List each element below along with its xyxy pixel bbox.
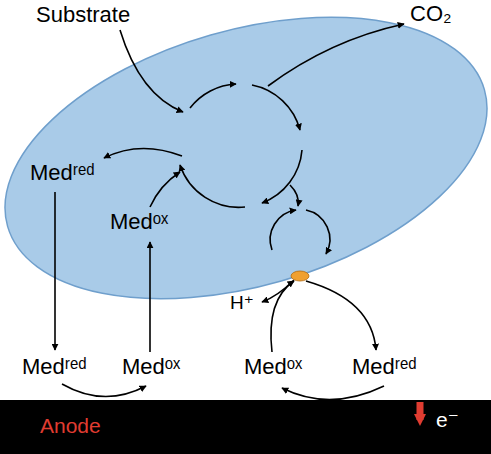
- mediator-arrow: [150, 172, 180, 207]
- mediator-label: Medᵒˣ: [244, 355, 302, 379]
- membrane-protein: [291, 271, 309, 281]
- mediator-label: Medᵒˣ: [122, 355, 180, 379]
- anode-loop: [282, 386, 384, 400]
- cycle-arrow: [180, 165, 245, 207]
- cycle-arrow: [190, 84, 236, 108]
- anode-electrode: Anode e⁻: [0, 400, 491, 454]
- substrate-arrow: [120, 30, 183, 112]
- electron-arrow: [417, 402, 424, 420]
- co2-arrow: [268, 24, 404, 86]
- mediator-label: Medʳᵉᵈ: [352, 355, 417, 379]
- bacterial-cell: MedʳᵉᵈMedᵒˣ: [0, 0, 491, 310]
- mediator-label: Medʳᵉᵈ: [30, 161, 95, 185]
- product-label: CO₂: [410, 2, 452, 26]
- mediator-label: Medᵒˣ: [110, 210, 168, 234]
- mediator-arrow: [149, 242, 151, 352]
- mediator-label: Medʳᵉᵈ: [22, 355, 87, 379]
- mediator-arrow: [54, 192, 56, 350]
- cell-outline: [0, 0, 491, 310]
- mediator-arrow: [306, 281, 376, 350]
- proton-arrow: [262, 280, 294, 302]
- cycle-arrow: [290, 185, 298, 206]
- cycle-arrow: [306, 210, 330, 254]
- cell-body: [0, 0, 491, 349]
- electron-label: e⁻: [436, 408, 459, 431]
- anode-label: Anode: [40, 414, 101, 437]
- mediator-arrow: [271, 281, 294, 352]
- cycle-arrow: [262, 150, 302, 203]
- cycle-arrow: [252, 85, 300, 130]
- anode-loop: [62, 384, 146, 397]
- cycle-arrow: [270, 210, 296, 250]
- mediator-arrow: [104, 148, 182, 158]
- proton-label: H⁺: [230, 293, 254, 314]
- substrate-label: Substrate: [36, 3, 130, 27]
